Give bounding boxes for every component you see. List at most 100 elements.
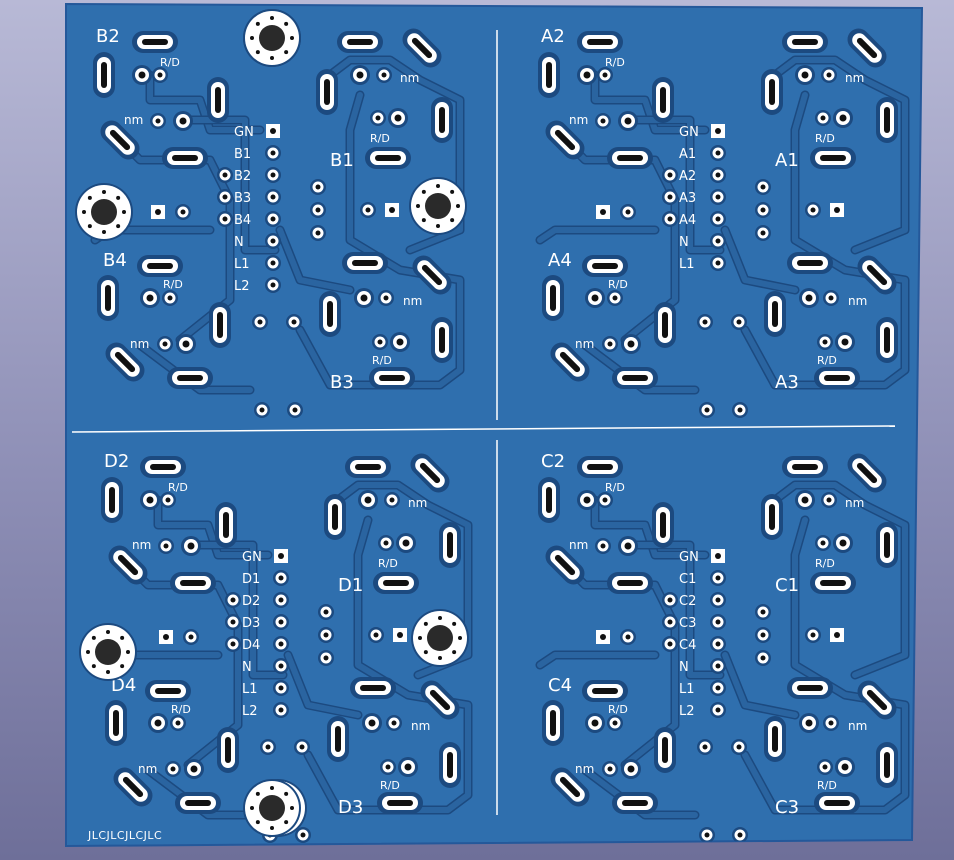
label-C-ch1: C1	[775, 575, 799, 596]
via-A-4	[697, 314, 713, 330]
header-pin-C-4	[710, 614, 726, 630]
slot-pad-C-ch4-diag	[550, 767, 590, 807]
pad-A-nm2-a	[795, 65, 815, 85]
slot-pad-A-ch4-diag	[550, 342, 590, 382]
label-A-ch1: A1	[775, 150, 799, 171]
label-D-ch2: D2	[104, 451, 129, 472]
pad-C-nm3-a	[602, 761, 618, 777]
header-side-pin-D-2	[225, 592, 241, 608]
pad-A-right-a	[805, 202, 821, 218]
slot-pad-D-ch2-diag	[108, 545, 148, 585]
header-label-C-5: N	[679, 660, 689, 675]
slot-pad-D-ch4-bottom	[175, 792, 221, 814]
slot-pad-B-ch4-bottom	[167, 367, 213, 389]
pad-B-nm2-a	[350, 65, 370, 85]
header-pin-A-6	[710, 233, 726, 249]
label-C-nm-4: nm	[848, 719, 867, 733]
header-pin-B-2	[265, 145, 281, 161]
label-B-ch1: B1	[330, 150, 354, 171]
trace-B-5	[297, 92, 463, 388]
label-A-rd-1: R/D	[605, 56, 625, 69]
label-D-rd-3: R/D	[171, 703, 191, 716]
slot-pad-D-ch2-right	[215, 502, 237, 548]
slot-pad-A-ch1-diag	[847, 28, 887, 68]
slot-pad-D-ch3-right	[439, 742, 461, 788]
header-side-pin-A-3	[662, 189, 678, 205]
header-label-B-5: N	[234, 235, 244, 250]
slot-pad-A-ch1-bottom	[810, 147, 856, 169]
pad-B-rd4-a	[372, 334, 388, 350]
label-A-ch3: A3	[775, 372, 799, 393]
pad-A-nm2-b	[821, 67, 837, 83]
header-pin-C-5	[710, 636, 726, 652]
pad-A-rd4-b	[835, 332, 855, 352]
label-B-rd-3: R/D	[163, 278, 183, 291]
pad-A-nm1-a	[595, 113, 611, 129]
label-B-ch3: B3	[330, 372, 354, 393]
quadrant-B: B2R/DnmnmR/DB1GNB1B2B3B4NL1L2B4R/DnmnmR/…	[90, 26, 465, 418]
label-C-nm-1: nm	[569, 538, 588, 552]
header-pin-D-8	[273, 702, 289, 718]
pad-A-rd2-a	[815, 110, 831, 126]
header-side-pin-B-2	[217, 167, 233, 183]
slot-pad-D-ch4-right	[217, 727, 239, 773]
label-B-nm-4: nm	[403, 294, 422, 308]
trace-B-6	[277, 227, 353, 293]
slot-pad-D-ch1-bottom	[373, 572, 419, 594]
slot-pad-B-ch1-bottom	[365, 147, 411, 169]
pad-D-nm3-a	[165, 761, 181, 777]
header-side-pin-A-4	[662, 211, 678, 227]
slot-pad-C-ch4-right	[654, 727, 676, 773]
trace-D-5	[305, 517, 471, 813]
header-label-D-5: N	[242, 660, 252, 675]
label-D-rd-4: R/D	[380, 779, 400, 792]
label-A-rd-3: R/D	[608, 278, 628, 291]
slot-pad-B-ch2-right	[207, 77, 229, 123]
slot-pad-C-ch4-top	[582, 680, 628, 702]
slot-pad-C-ch1-right	[876, 522, 898, 568]
label-C-rd-3: R/D	[608, 703, 628, 716]
pad-A-left-b	[620, 204, 636, 220]
trace-B-7	[137, 342, 253, 393]
label-D-nm-2: nm	[408, 496, 427, 510]
via-A-7	[732, 402, 748, 418]
mounting-hole-B-2	[75, 183, 133, 241]
mounting-hole-A-2	[409, 177, 467, 235]
slot-pad-C-ch3-bottom	[814, 792, 860, 814]
slot-pad-A-ch4-right	[654, 302, 676, 348]
pad-C-rd1-b	[597, 492, 613, 508]
header-pin-A-4	[710, 189, 726, 205]
label-B-rd-2: R/D	[370, 132, 390, 145]
slot-pad-A-ch2-bottom	[607, 147, 653, 169]
slot-pad-B-ch3-top	[342, 252, 388, 274]
slot-pad-A-ch3-left	[764, 291, 786, 337]
via-B-1	[310, 179, 326, 195]
label-B-ch4: B4	[103, 250, 127, 271]
trace-A-5	[742, 92, 908, 388]
pad-D-rd4-a	[380, 759, 396, 775]
label-A-ch4: A4	[548, 250, 572, 271]
pad-D-rd3-a	[148, 713, 168, 733]
header-label-D-1: D1	[242, 572, 260, 587]
pad-B-nm4-b	[378, 290, 394, 306]
header-label-A-6: L1	[679, 257, 695, 272]
pad-sq-D-right	[393, 628, 407, 642]
pad-C-right-a	[805, 627, 821, 643]
header-pin-C-3	[710, 592, 726, 608]
label-B-nm-2: nm	[400, 71, 419, 85]
pad-A-rd1-a	[577, 65, 597, 85]
via-B-3	[310, 225, 326, 241]
trace-B-4	[327, 57, 463, 253]
label-D-ch1: D1	[338, 575, 363, 596]
via-D-1	[318, 604, 334, 620]
slot-pad-D-ch1-top	[345, 456, 391, 478]
trace-A-8	[537, 227, 658, 243]
label-A-nm-4: nm	[848, 294, 867, 308]
header-pin-C-6	[710, 658, 726, 674]
header-side-pin-D-4	[225, 636, 241, 652]
slot-pad-D-ch2-top	[140, 456, 186, 478]
slot-pad-A-ch2-top	[577, 31, 623, 53]
trace-C-6	[722, 652, 798, 718]
header-label-D-2: D2	[242, 594, 260, 609]
pad-B-rd1-a	[132, 65, 152, 85]
